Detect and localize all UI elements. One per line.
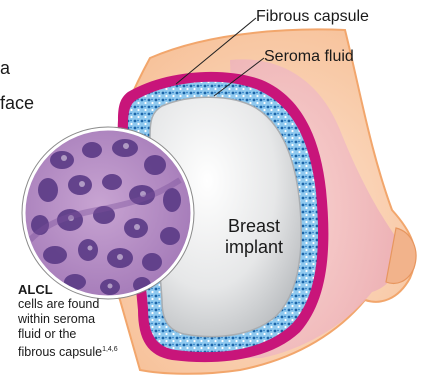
breast-implant-label: Breast implant <box>214 216 294 258</box>
seroma-fluid-label: Seroma fluid <box>264 48 354 66</box>
partial-text-line-2: face <box>0 93 34 114</box>
citation-superscript: 1,4,6 <box>102 346 118 353</box>
alcl-note-line-4: fibrous capsule1,4,6 <box>18 342 158 360</box>
alcl-note: ALCL cells are found within seroma fluid… <box>18 282 158 360</box>
alcl-note-line-1: cells are found <box>18 297 158 312</box>
alcl-note-line-3: fluid or the <box>18 327 158 342</box>
alcl-note-title: ALCL <box>18 282 158 297</box>
alcl-note-last-text: fibrous capsule <box>18 345 102 359</box>
alcl-note-line-2: within seroma <box>18 312 158 327</box>
partial-text-line-1: a <box>0 58 10 79</box>
fibrous-capsule-label: Fibrous capsule <box>256 8 369 26</box>
